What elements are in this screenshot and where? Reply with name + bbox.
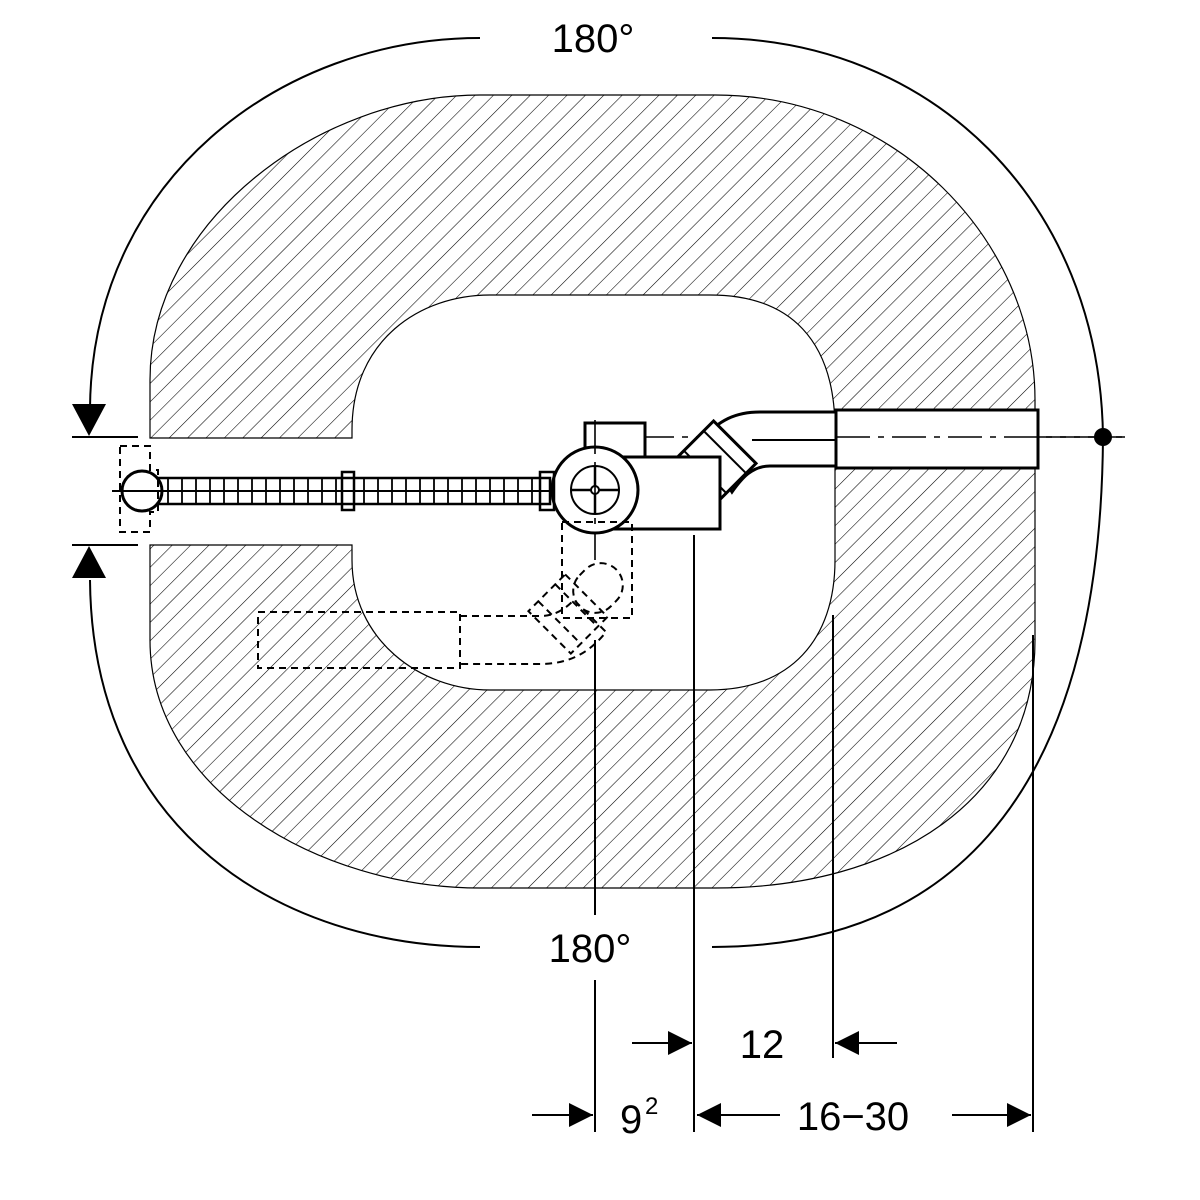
alternate-position-dashed <box>257 521 633 669</box>
dim-16-30-label: 16−30 <box>797 1095 909 1139</box>
dim-9-label: 9 <box>620 1098 642 1142</box>
bottom-rotation-arc <box>89 579 481 948</box>
top-rotation-arc-right <box>711 37 1104 438</box>
dim-12-label: 12 <box>740 1023 785 1067</box>
bottom-arc-arrowhead <box>72 546 106 578</box>
outlet-pipe <box>834 408 1040 470</box>
top-arc-arrowhead <box>72 404 106 436</box>
hose-ribs <box>167 478 533 504</box>
inlet-fitting-dashed <box>119 445 159 533</box>
dim-9-superscript: 2 <box>645 1093 658 1120</box>
hatched-clearance-zone <box>149 94 1036 889</box>
top-angle-label: 180° <box>552 17 635 61</box>
top-rotation-arc <box>89 37 481 409</box>
bottom-rotation-arc-right <box>711 437 1104 948</box>
bottom-angle-label: 180° <box>549 927 632 971</box>
flexible-hose <box>148 470 556 512</box>
